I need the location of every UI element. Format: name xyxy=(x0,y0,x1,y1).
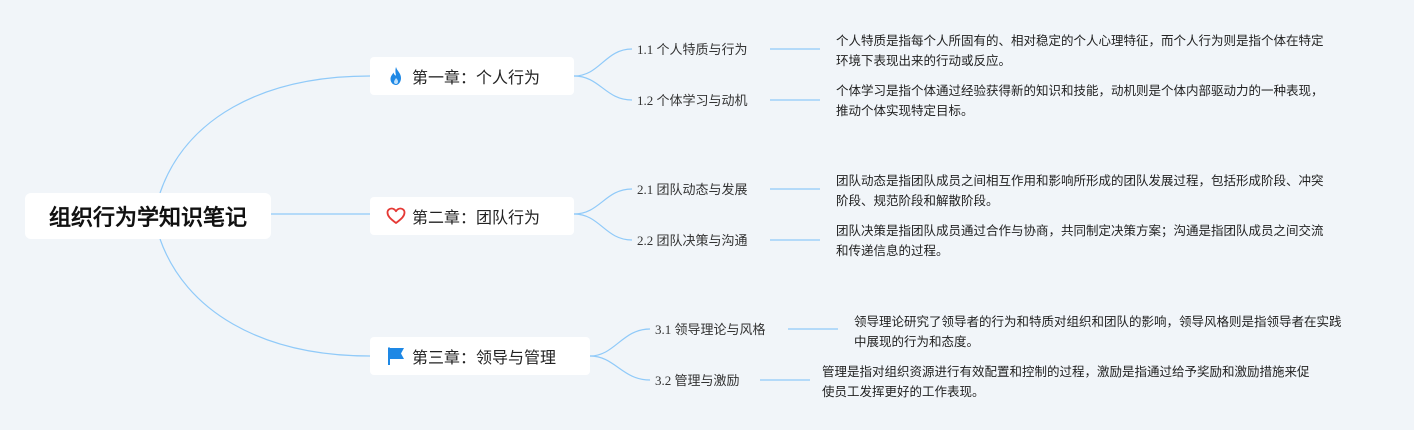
section-label-1-2[interactable]: 1.2 个体学习与动机 xyxy=(637,93,748,108)
section-desc-3-1: 领导理论研究了领导者的行为和特质对组织和团队的影响，领导风格则是指领导者在实践中… xyxy=(854,314,1342,349)
heart-icon xyxy=(386,206,406,226)
section-desc-1-2: 个体学习是指个体通过经验获得新的知识和技能，动机则是个体内部驱动力的一种表现，推… xyxy=(836,83,1324,118)
section-label-2-1[interactable]: 2.1 团队动态与发展 xyxy=(637,182,748,197)
chapter-node-2[interactable]: 第二章：团队行为 xyxy=(370,197,574,235)
flag-icon xyxy=(386,346,406,366)
section-desc-3-2: 管理是指对组织资源进行有效配置和控制的过程，激励是指通过给予奖励和激励措施来促使… xyxy=(822,364,1310,399)
connector-chapter-2-section-2 xyxy=(573,213,633,241)
connector-chapter-1-section-2 xyxy=(573,75,633,101)
section-label-1-1[interactable]: 1.1 个人特质与行为 xyxy=(637,42,748,57)
chapter-node-3[interactable]: 第三章：领导与管理 xyxy=(370,337,590,375)
section-desc-2-2: 团队决策是指团队成员通过合作与协商，共同制定决策方案；沟通是指团队成员之间交流和… xyxy=(836,223,1324,258)
connector-chapter-2-section-1 xyxy=(573,188,633,215)
chapter-title: 第二章：团队行为 xyxy=(412,208,541,227)
connector-chapter-3-section-1 xyxy=(589,328,651,357)
chapter-node-1[interactable]: 第一章：个人行为 xyxy=(370,57,574,95)
connector-chapter-3-section-2 xyxy=(589,355,651,381)
root-node[interactable]: 组织行为学知识笔记 xyxy=(25,193,271,239)
root-title: 组织行为学知识笔记 xyxy=(48,206,247,231)
section-desc-2-1: 团队动态是指团队成员之间相互作用和影响所形成的团队发展过程，包括形成阶段、冲突阶… xyxy=(836,173,1324,208)
fire-icon xyxy=(386,66,406,86)
chapter-title: 第三章：领导与管理 xyxy=(412,348,557,367)
connector-root-chapter-1 xyxy=(159,75,371,194)
section-label-2-2[interactable]: 2.2 团队决策与沟通 xyxy=(637,233,748,248)
section-desc-1-1: 个人特质是指每个人所固有的、相对稳定的个人心理特征，而个人行为则是指个体在特定环… xyxy=(836,33,1324,68)
chapter-title: 第一章：个人行为 xyxy=(412,68,541,87)
section-label-3-2[interactable]: 3.2 管理与激励 xyxy=(655,373,740,388)
section-label-3-1[interactable]: 3.1 领导理论与风格 xyxy=(655,322,766,337)
connector-root-chapter-3 xyxy=(159,238,371,357)
connector-chapter-1-section-1 xyxy=(573,48,633,77)
